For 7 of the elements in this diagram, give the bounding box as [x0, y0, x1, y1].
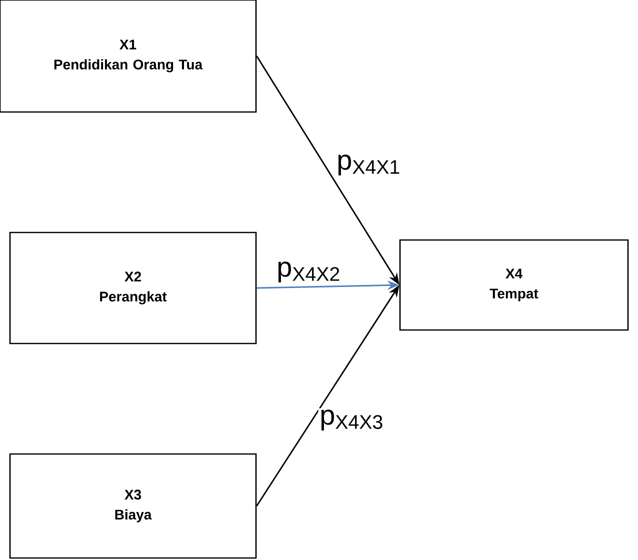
box: X1 Pendidikan Orang Tua [0, 0, 257, 113]
edge-label: p$_{X4X2}$ [275, 260, 342, 284]
edge-label: p$_{X4X3}$ [318, 408, 386, 432]
box: X4 Tempat [399, 239, 629, 331]
box: X2 Perangkat [9, 232, 257, 344]
box: X3 Biaya [9, 453, 257, 559]
edge-label: p$_{X4X1}$ [335, 153, 402, 177]
